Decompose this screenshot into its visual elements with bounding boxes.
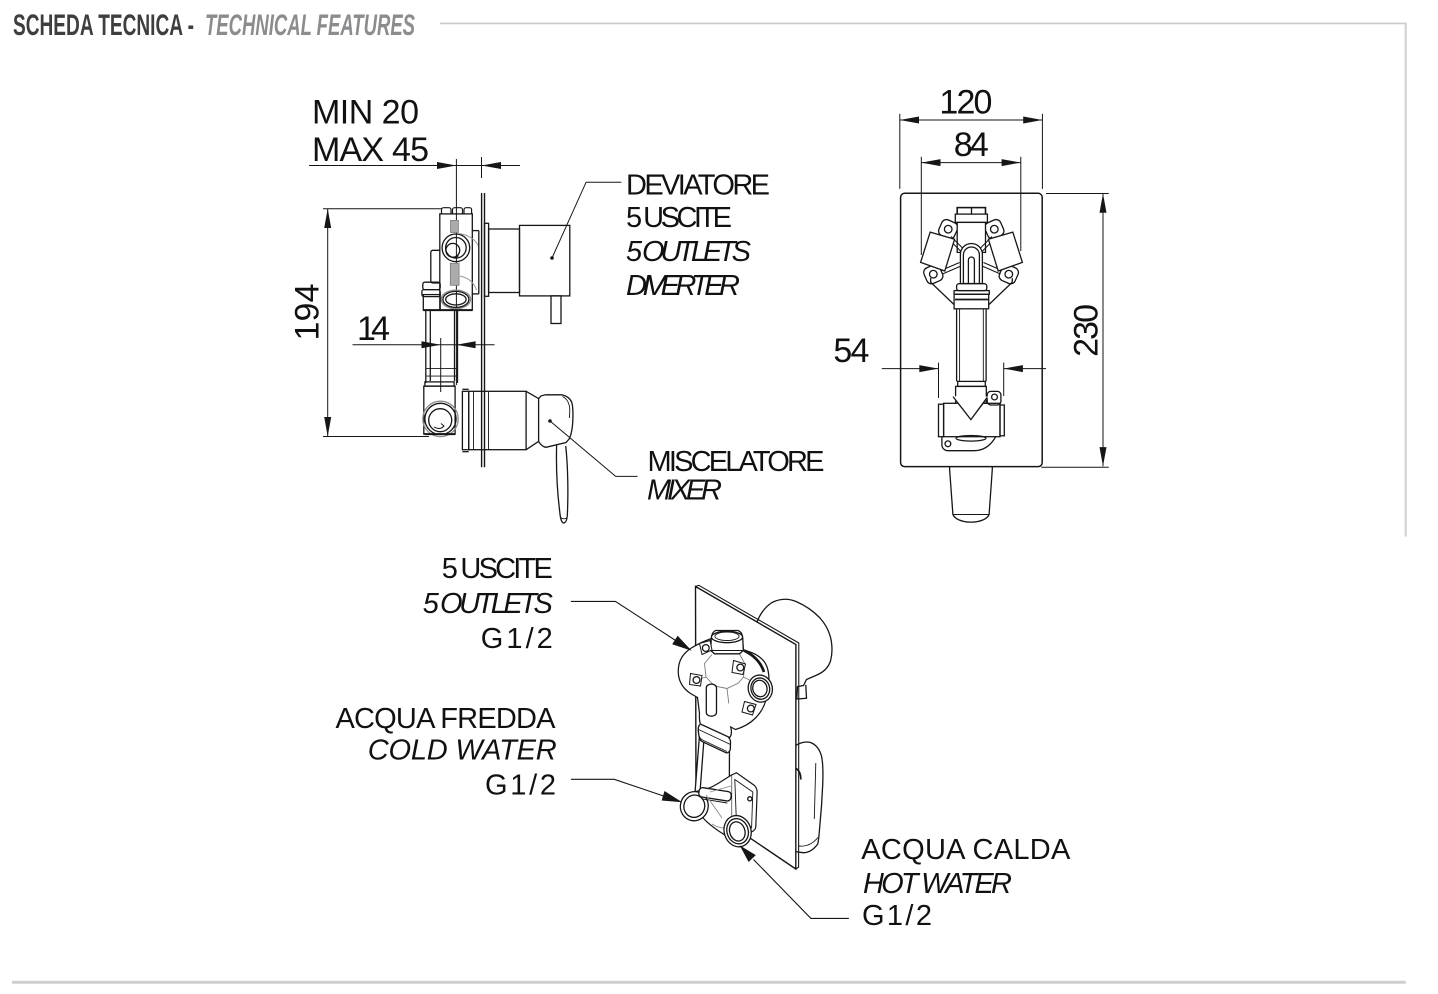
svg-text:120: 120 bbox=[939, 83, 992, 121]
svg-text:MIXER: MIXER bbox=[647, 475, 722, 507]
svg-text:G1/2: G1/2 bbox=[862, 900, 932, 932]
svg-text:MAX 45: MAX 45 bbox=[312, 131, 429, 169]
svg-text:5 USCITE: 5 USCITE bbox=[626, 202, 732, 234]
svg-text:5 USCITE: 5 USCITE bbox=[442, 553, 553, 585]
svg-text:SCHEDA TECNICA -: SCHEDA TECNICA - bbox=[13, 9, 194, 42]
svg-text:ACQUA FREDDA: ACQUA FREDDA bbox=[336, 703, 557, 735]
svg-text:G1/2: G1/2 bbox=[485, 770, 556, 802]
svg-text:54: 54 bbox=[833, 332, 869, 370]
svg-text:ACQUA CALDA: ACQUA CALDA bbox=[861, 834, 1071, 866]
svg-text:G1/2: G1/2 bbox=[481, 623, 553, 655]
svg-text:84: 84 bbox=[954, 126, 989, 164]
svg-text:DIVERTER: DIVERTER bbox=[626, 270, 740, 302]
svg-text:194: 194 bbox=[289, 284, 327, 341]
svg-text:MISCELATORE: MISCELATORE bbox=[648, 446, 825, 478]
svg-text:14: 14 bbox=[357, 310, 390, 348]
svg-text:HOT WATER: HOT WATER bbox=[863, 868, 1012, 900]
svg-text:DEVIATORE: DEVIATORE bbox=[626, 170, 770, 202]
svg-text:5 OUTLETS: 5 OUTLETS bbox=[626, 236, 752, 268]
svg-text:5 OUTLETS: 5 OUTLETS bbox=[423, 588, 554, 620]
svg-text:TECHNICAL FEATURES: TECHNICAL FEATURES bbox=[205, 9, 415, 42]
svg-text:230: 230 bbox=[1068, 304, 1106, 357]
svg-text:MIN 20: MIN 20 bbox=[312, 93, 419, 131]
svg-text:COLD WATER: COLD WATER bbox=[368, 734, 557, 766]
